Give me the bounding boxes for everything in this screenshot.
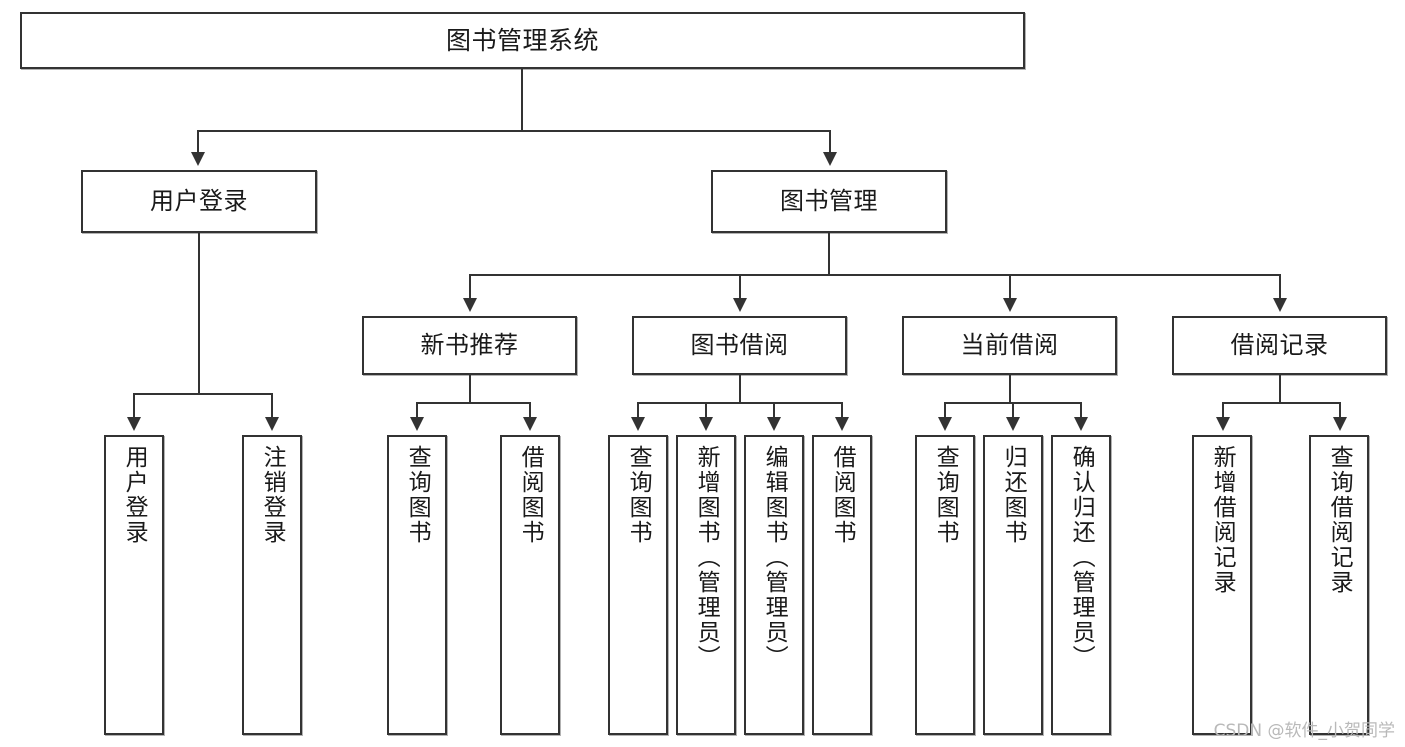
node-label: 图书管理 [780,187,878,216]
leaf-logout[interactable]: 注销登录 [242,435,302,735]
arrow-leaf-user-login [127,417,141,431]
arrow-newbook-borrow-book [523,417,537,431]
node-label: 查询借阅记录 [1326,445,1353,595]
connector-userlogin-stem [198,233,200,394]
connector-drop-cb1 [944,402,946,419]
connector-userlogin-bus [133,393,272,395]
leaf-br-query-record[interactable]: 查询借阅记录 [1309,435,1369,735]
leaf-cb-return-book[interactable]: 归还图书 [983,435,1043,735]
connector-level3-bus [469,274,1281,276]
connector-newbook-stem [469,375,471,403]
arrow-cb-query-book [938,417,952,431]
leaf-newbook-borrow-book[interactable]: 借阅图书 [500,435,560,735]
node-label: 确认归还（管理员） [1068,445,1095,670]
node-book-management[interactable]: 图书管理 [711,170,947,233]
node-label: 查询图书 [625,445,652,545]
node-label: 查询图书 [404,445,431,545]
node-root-system[interactable]: 图书管理系统 [20,12,1025,69]
connector-root-bus [197,130,831,132]
arrow-book-borrow [733,298,747,312]
arrow-br-query-record [1333,417,1347,431]
node-label: 用户登录 [150,187,248,216]
connector-drop-cb2 [1012,402,1014,419]
node-label: 借阅记录 [1230,331,1329,360]
connector-borrowrecord-stem [1279,375,1281,403]
node-label: 新书推荐 [420,331,519,360]
leaf-cb-confirm-return[interactable]: 确认归还（管理员） [1051,435,1111,735]
node-label: 图书管理系统 [445,25,599,55]
leaf-user-login[interactable]: 用户登录 [104,435,164,735]
connector-bookmgmt-stem [828,233,830,275]
node-borrow-record[interactable]: 借阅记录 [1172,316,1387,375]
node-user-login[interactable]: 用户登录 [81,170,317,233]
connector-drop-book-borrow [739,274,741,300]
connector-root-stem [521,69,523,131]
arrow-new-book-recommend [463,298,477,312]
arrow-cb-return-book [1006,417,1020,431]
connector-drop-leaf-logout [271,393,273,419]
connector-drop-newbook-borrow [529,402,531,419]
arrow-br-add-record [1216,417,1230,431]
leaf-bb-add-book[interactable]: 新增图书（管理员） [676,435,736,735]
leaf-br-add-record[interactable]: 新增借阅记录 [1192,435,1252,735]
connector-drop-book-manage [829,130,831,154]
node-label: 查询图书 [932,445,959,545]
node-label: 编辑图书（管理员） [761,445,788,670]
connector-drop-bb1 [637,402,639,419]
connector-newbook-bus [416,402,530,404]
arrow-newbook-query-book [410,417,424,431]
node-label: 借阅图书 [517,445,544,545]
connector-drop-new-book [469,274,471,300]
connector-drop-br1 [1222,402,1224,419]
csdn-watermark: CSDN @软件_小贺同学 [1213,721,1395,741]
node-label: 归还图书 [1000,445,1027,545]
arrow-leaf-logout [265,417,279,431]
connector-drop-borrow-record [1279,274,1281,300]
arrow-bb-borrow-book [835,417,849,431]
leaf-newbook-query-book[interactable]: 查询图书 [387,435,447,735]
arrow-borrow-record [1273,298,1287,312]
node-label: 图书借阅 [690,331,789,360]
arrow-book-manage [823,152,837,166]
connector-drop-current-borrow [1009,274,1011,300]
arrow-cb-confirm-return [1074,417,1088,431]
connector-drop-newbook-query [416,402,418,419]
node-label: 新增图书（管理员） [693,445,720,670]
arrow-bb-add-book [699,417,713,431]
node-label: 借阅图书 [829,445,856,545]
node-label: 新增借阅记录 [1209,445,1236,595]
connector-drop-leaf-user-login [133,393,135,419]
leaf-bb-query-book[interactable]: 查询图书 [608,435,668,735]
connector-borrowrecord-bus [1222,402,1340,404]
connector-bookborrow-bus [637,402,842,404]
node-new-book-recommend[interactable]: 新书推荐 [362,316,577,375]
connector-drop-user-login [197,130,199,154]
leaf-bb-edit-book[interactable]: 编辑图书（管理员） [744,435,804,735]
arrow-current-borrow [1003,298,1017,312]
connector-bookborrow-stem [739,375,741,403]
arrow-user-login [191,152,205,166]
node-book-borrow[interactable]: 图书借阅 [632,316,847,375]
connector-currentborrow-stem [1009,375,1011,403]
connector-drop-bb3 [773,402,775,419]
node-label: 注销登录 [259,445,286,545]
connector-drop-bb2 [705,402,707,419]
arrow-bb-query-book [631,417,645,431]
connector-drop-br2 [1339,402,1341,419]
connector-drop-cb3 [1080,402,1082,419]
leaf-bb-borrow-book[interactable]: 借阅图书 [812,435,872,735]
arrow-bb-edit-book [767,417,781,431]
leaf-cb-query-book[interactable]: 查询图书 [915,435,975,735]
connector-drop-bb4 [841,402,843,419]
node-label: 用户登录 [121,445,148,545]
node-current-borrow[interactable]: 当前借阅 [902,316,1117,375]
node-label: 当前借阅 [960,331,1059,360]
